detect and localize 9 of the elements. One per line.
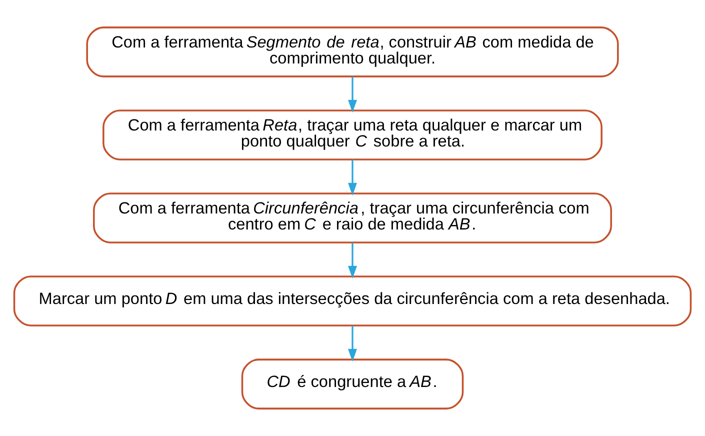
arrow <box>348 76 357 113</box>
node-box: Com a ferramenta Segmento de reta, construir AB com medida de comprimento qualquer. <box>86 26 619 78</box>
node-box: CD é congruente a AB. <box>241 358 464 410</box>
arrow <box>348 242 357 279</box>
arrow <box>348 326 357 362</box>
node-box: Com a ferramenta Reta, traçar uma reta qualquer e marcar um ponto qualquer C sobre a reta. <box>102 110 602 160</box>
arrow <box>348 160 357 196</box>
node-box: Marcar um ponto D em uma das intersecções da circunferência com a reta desenhada. <box>13 276 692 326</box>
node-box: Com a ferramenta Circunferência, traçar uma circunferência com centro em C e raio de medida AB. <box>93 192 612 244</box>
